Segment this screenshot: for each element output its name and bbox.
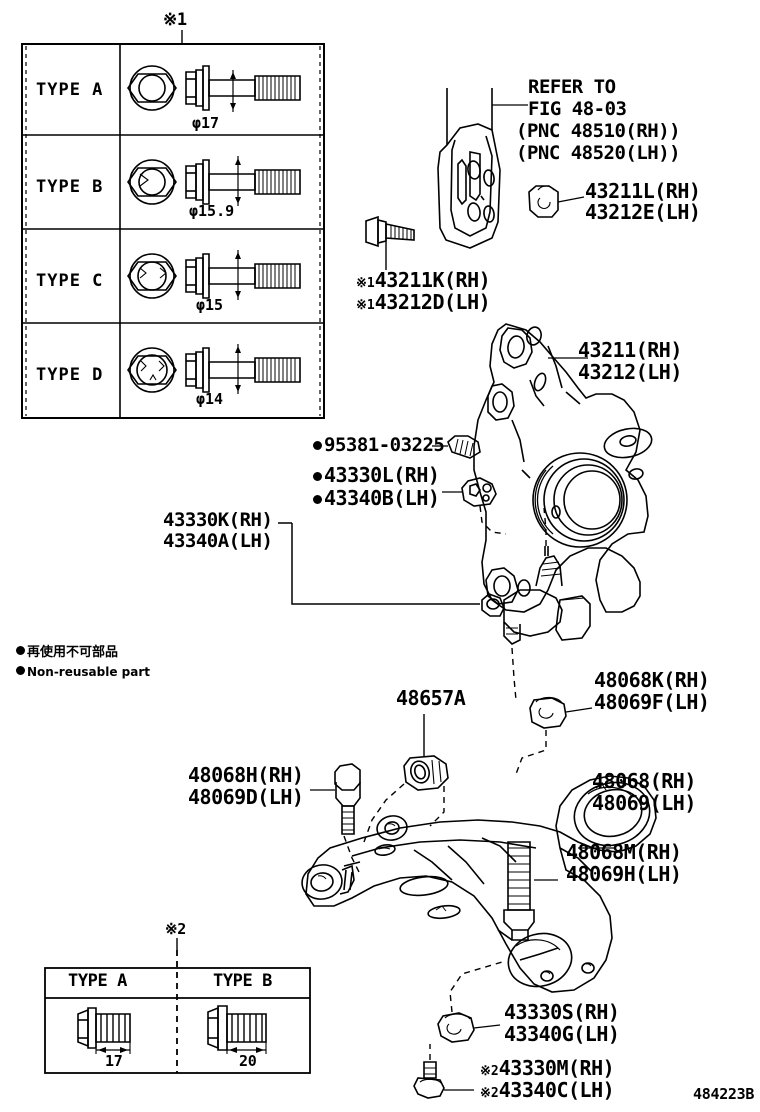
top-table-row-3-type: TYPE D (36, 365, 104, 385)
callout-bolt-48068m-rh: 48068M(RH) (566, 840, 682, 864)
refer-to-line-1: REFER TO (528, 76, 616, 98)
top-table-row-1-type: TYPE B (36, 177, 104, 197)
callout-bolt-43211k-lh-row: ※143212D(LH) (356, 290, 491, 314)
legend-english-text: Non-reusable part (27, 665, 151, 679)
non-reusable-bullet-icon (16, 646, 25, 655)
callout-bolt-48068h-rh: 48068H(RH) (188, 763, 304, 787)
refer-to-line-2: FIG 48-03 (528, 98, 627, 120)
callout-bolt-43211k-rh: 43211K(RH) (374, 268, 491, 292)
callout-bolt-43330m-lh: 43340C(LH) (498, 1078, 615, 1102)
non-reusable-bullet-icon (16, 666, 25, 675)
callout-knuckle-43211-lh: 43212(LH) (578, 360, 682, 384)
non-reusable-bullet-icon (313, 441, 322, 450)
callout-nut-48068k-rh: 48068K(RH) (594, 668, 710, 692)
top-table-row-2-type: TYPE C (36, 271, 104, 291)
callout-bolt-43211k-lh: 43212D(LH) (374, 290, 491, 314)
top-table-row-2-dimension: φ15 (196, 296, 224, 314)
callout-bolt-43211k-mark-rh: ※1 (356, 276, 375, 291)
callout-balljoint-43330k-rh: 43330K(RH) (163, 509, 273, 531)
top-table-marker: ※1 (163, 10, 187, 30)
non-reusable-bullet-icon (313, 472, 322, 481)
top-table-row-0-type: TYPE A (36, 80, 104, 100)
callout-bracket-43330l-rh-row: 43330L(RH) (313, 463, 440, 487)
callout-balljoint-43330k-lh: 43340A(LH) (163, 530, 273, 552)
refer-to-line-3: (PNC 48510(RH)) (516, 120, 681, 142)
callout-clip-95381-row: 95381-03225 (313, 434, 445, 456)
callout-bracket-43330l-lh: 43340B(LH) (324, 486, 440, 510)
legend-japanese-row: 再使用不可部品 (16, 641, 118, 660)
callout-bolt-43330m-rh: 43330M(RH) (498, 1056, 615, 1080)
callout-arm-48068-lh: 48069(LH) (592, 791, 696, 815)
bottom-table-col-1-type: TYPE B (213, 971, 273, 991)
callout-bracket-43330l-lh-row: 43340B(LH) (313, 486, 440, 510)
callout-clip-95381: 95381-03225 (324, 434, 445, 456)
top-table-row-3-dimension: φ14 (196, 390, 224, 408)
callout-bolt-43330m-rh-row: ※243330M(RH) (480, 1056, 615, 1080)
refer-to-line-4: (PNC 48520(LH)) (516, 142, 681, 164)
legend-japanese-text: 再使用不可部品 (27, 645, 119, 660)
callout-bolt-43330m-mark-rh: ※2 (480, 1064, 499, 1079)
callout-arm-48068-rh: 48068(RH) (592, 769, 696, 793)
callout-nut-43211l-rh: 43211L(RH) (585, 179, 701, 203)
bottom-table-col-0-type: TYPE A (68, 971, 128, 991)
callout-bushing-48657a: 48657A (396, 686, 466, 710)
callout-bolt-48068h-lh: 48069D(LH) (188, 785, 304, 809)
callout-bolt-43330m-lh-row: ※243340C(LH) (480, 1078, 615, 1102)
non-reusable-bullet-icon (313, 495, 322, 504)
callout-nut-43330s-rh: 43330S(RH) (504, 1000, 620, 1024)
callout-nut-43330s-lh: 43340G(LH) (504, 1022, 620, 1046)
legend-english-row: Non-reusable part (16, 661, 150, 680)
callout-bolt-43211k-rh-row: ※143211K(RH) (356, 268, 491, 292)
figure-number: 484223B (693, 1085, 755, 1103)
top-table-row-1-dimension: φ15.9 (189, 202, 235, 220)
callout-bracket-43330l-rh: 43330L(RH) (324, 463, 440, 487)
callout-bolt-48068m-lh: 48069H(LH) (566, 862, 682, 886)
callout-nut-48068k-lh: 48069F(LH) (594, 690, 710, 714)
bottom-table-col-0-dimension: 17 (105, 1052, 123, 1070)
callout-bolt-43330m-mark-lh: ※2 (480, 1086, 499, 1101)
bottom-table-col-1-dimension: 20 (239, 1052, 257, 1070)
callout-knuckle-43211-rh: 43211(RH) (578, 338, 682, 362)
callout-bolt-43211k-mark-lh: ※1 (356, 298, 375, 313)
top-table-row-0-dimension: φ17 (192, 114, 220, 132)
bottom-table-marker: ※2 (165, 920, 186, 938)
callout-nut-43211l-lh: 43212E(LH) (585, 200, 701, 224)
